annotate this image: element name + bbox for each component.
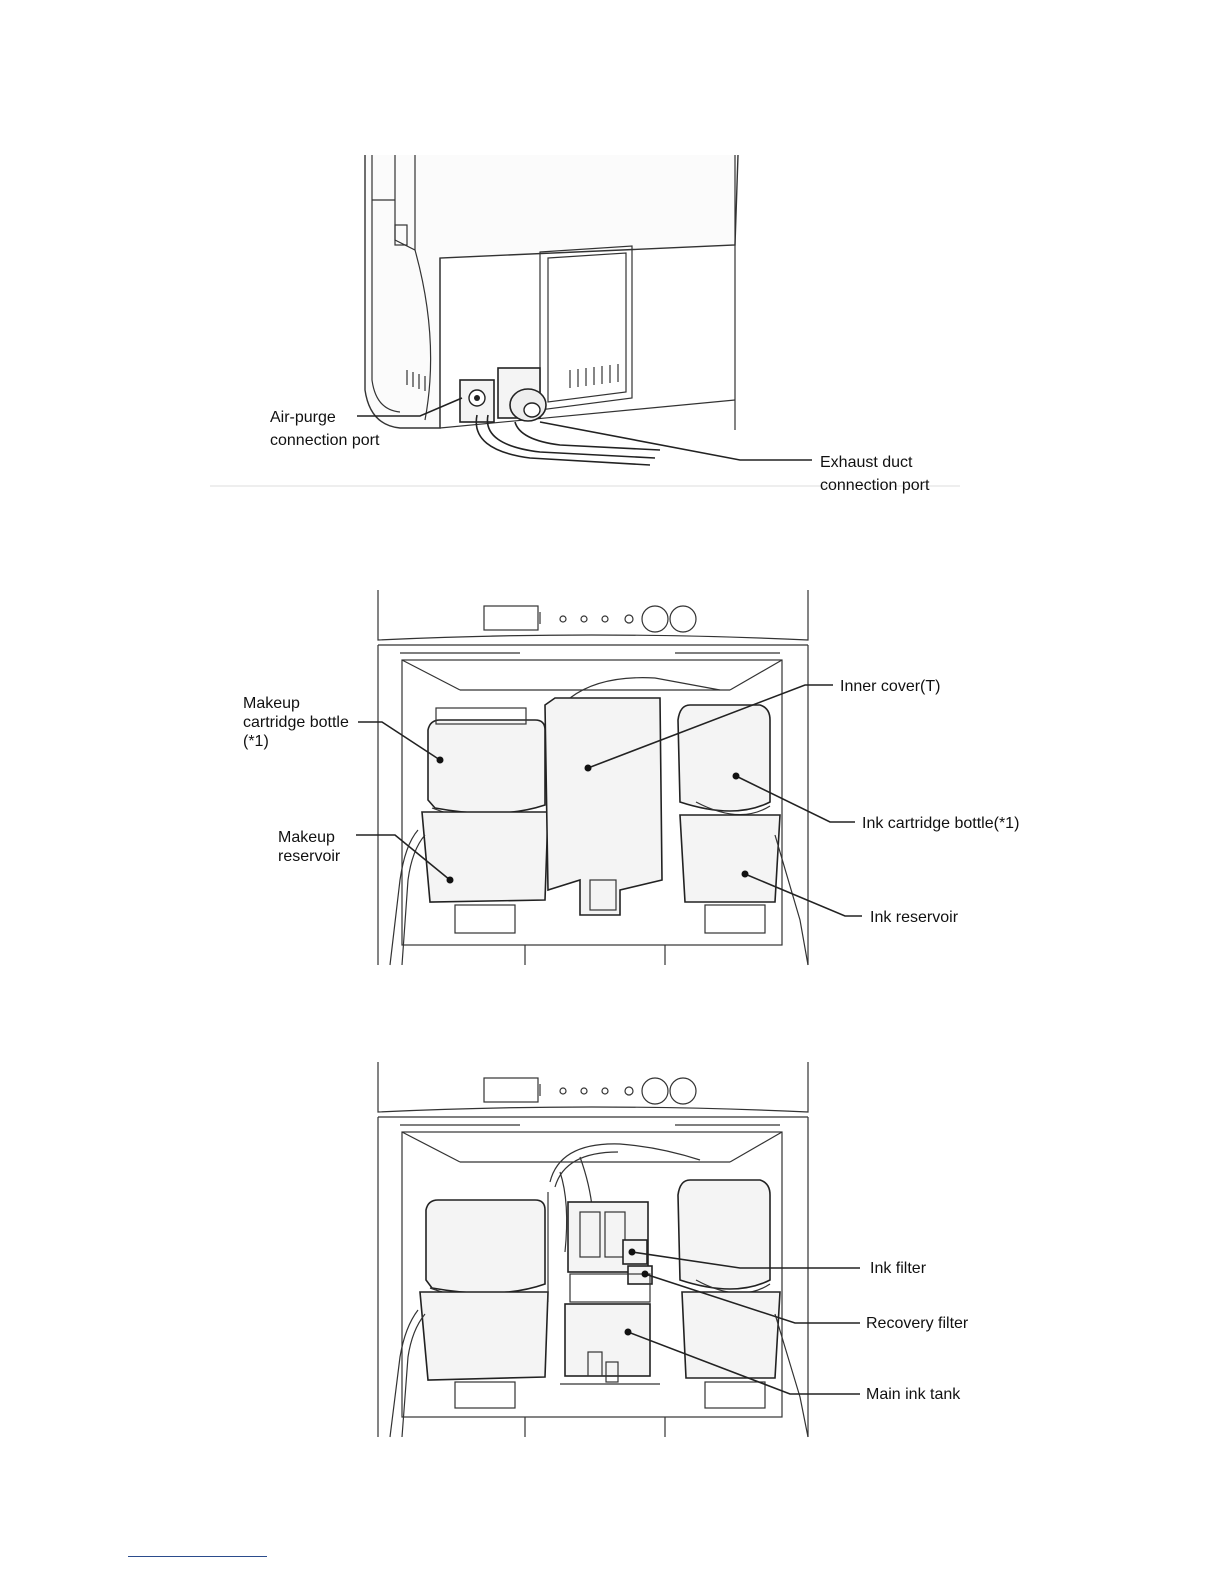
rear-service-panel <box>540 246 632 410</box>
footer-rule <box>128 1556 267 1557</box>
label-makeup-bottle-1: Makeup <box>243 695 300 712</box>
label-air-purge-1: Air-purge <box>270 409 336 426</box>
makeup-cartridge-bottle <box>428 708 545 820</box>
ink-reservoir <box>680 815 808 965</box>
makeup-cartridge-bottle <box>426 1200 545 1300</box>
exhaust-duct-port <box>498 368 546 421</box>
ink-cartridge-bottle <box>678 705 770 815</box>
label-makeup-reservoir-2: reservoir <box>278 848 341 865</box>
figure-rear-view: Air-purge connection port Exhaust duct c… <box>0 140 1224 500</box>
label-ink-cartridge: Ink cartridge bottle(*1) <box>862 815 1019 832</box>
ink-reservoir <box>682 1292 808 1437</box>
makeup-reservoir <box>390 1292 548 1437</box>
label-exhaust-2: connection port <box>820 477 930 494</box>
printer-cabinet <box>365 155 738 465</box>
label-exhaust-1: Exhaust duct <box>820 454 913 471</box>
label-makeup-reservoir-1: Makeup <box>278 829 335 846</box>
figure-filters-interior: Ink filter Recovery filter Main ink tank <box>0 1052 1224 1447</box>
label-inner-cover: Inner cover(T) <box>840 678 940 695</box>
label-ink-reservoir: Ink reservoir <box>870 909 959 926</box>
filter-assembly <box>548 1144 700 1302</box>
label-recovery-filter: Recovery filter <box>866 1315 969 1332</box>
figure-cabinet-interior: Makeup cartridge bottle (*1) Makeup rese… <box>0 580 1224 975</box>
main-ink-tank <box>560 1304 660 1384</box>
label-makeup-bottle-2: cartridge bottle <box>243 714 349 731</box>
ink-cartridge-bottle <box>678 1180 770 1293</box>
label-ink-filter: Ink filter <box>870 1260 927 1277</box>
makeup-reservoir <box>390 812 548 965</box>
label-air-purge-2: connection port <box>270 432 380 449</box>
label-main-ink-tank: Main ink tank <box>866 1386 961 1403</box>
label-makeup-bottle-3: (*1) <box>243 733 269 750</box>
